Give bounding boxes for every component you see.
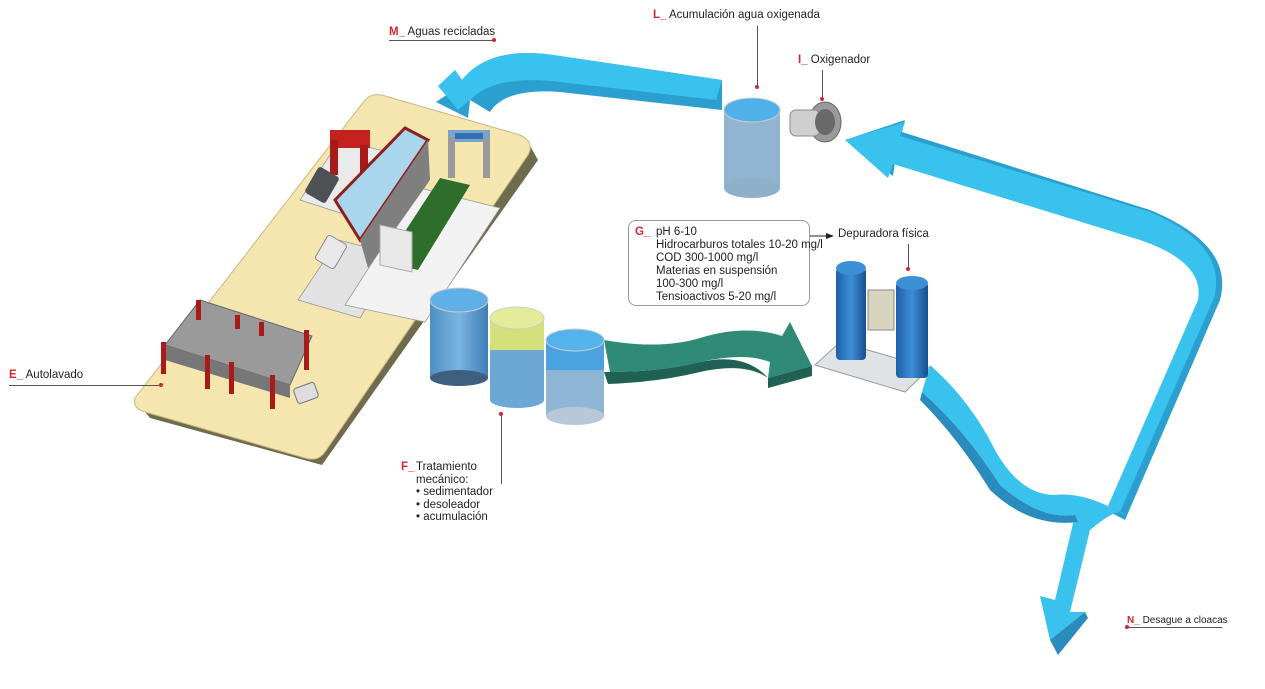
label-title: Tratamiento [416,461,477,473]
marker-dot [906,267,910,271]
marker-dot [820,97,824,101]
list-item: • sedimentador [416,486,493,498]
label-tratamiento-mecanico: Tratamiento mecánico: • sedimentador • d… [416,461,493,524]
label-desague-a-cloacas: N_ Desague a cloacas [1127,614,1228,627]
return-loop-arrow [845,120,1223,655]
leader-line [501,414,502,484]
marker-dot [492,38,496,42]
label-f-code: F_ [401,461,414,474]
list-item: • acumulación [416,511,488,523]
spec-line: 100-300 mg/l [656,278,724,290]
car-wash-platform [134,94,538,465]
label-code: L_ [653,9,667,21]
label-code: M_ [389,26,405,38]
label-aguas-recicladas: M_ Aguas recicladas [389,26,495,39]
marker-dot [1125,625,1129,629]
list-item: • desoleador [416,498,481,511]
label-text: Autolavado [25,369,84,381]
leader-line [9,385,161,386]
spec-line: Materias en suspensión [656,265,778,277]
marker-dot [755,85,759,89]
spec-line: COD 300-1000 mg/l [656,252,759,264]
label-acumulacion-agua-oxigenada: L_ Acumulación agua oxigenada [653,9,820,22]
physical-purifier [814,261,931,393]
water-quality-box: G_ pH 6-10 Hidrocarburos totales 10-20 m… [628,220,823,306]
leader-line [389,40,494,41]
label-autolavado: E_ Autolavado [9,369,83,382]
leader-line [1127,627,1222,628]
leader-line [908,244,909,268]
leader-line [757,26,758,86]
label-text: Aguas recicladas [407,26,496,38]
label-oxigenador: I_ Oxigenador [798,54,870,67]
label-text: Desague a cloacas [1142,615,1228,626]
marker-dot [159,383,163,387]
label-code: F_ [401,461,415,473]
treated-flow-arrow [604,322,812,388]
oxygenated-water-tank [723,97,781,198]
label-title: mecánico: [416,473,469,486]
leader-line [822,70,823,98]
spec-line: pH 6-10 [656,226,697,238]
label-text: Oxigenador [810,54,871,66]
label-text: Acumulación agua oxigenada [668,9,820,21]
spec-line: Tensioactivos 5-20 mg/l [656,291,777,303]
label-depuradora-fisica: Depuradora física [838,228,929,240]
oxygenator-blower [789,101,842,143]
label-code: E_ [9,369,24,381]
recycled-water-arrow [436,53,722,118]
spec-line: Hidrocarburos totales 10-20 mg/l [656,239,823,251]
label-code: G_ [635,226,651,238]
mechanical-treatment-tanks [429,287,605,425]
marker-dot [499,412,503,416]
label-code: N_ [1127,615,1140,626]
label-code: I_ [798,54,808,66]
